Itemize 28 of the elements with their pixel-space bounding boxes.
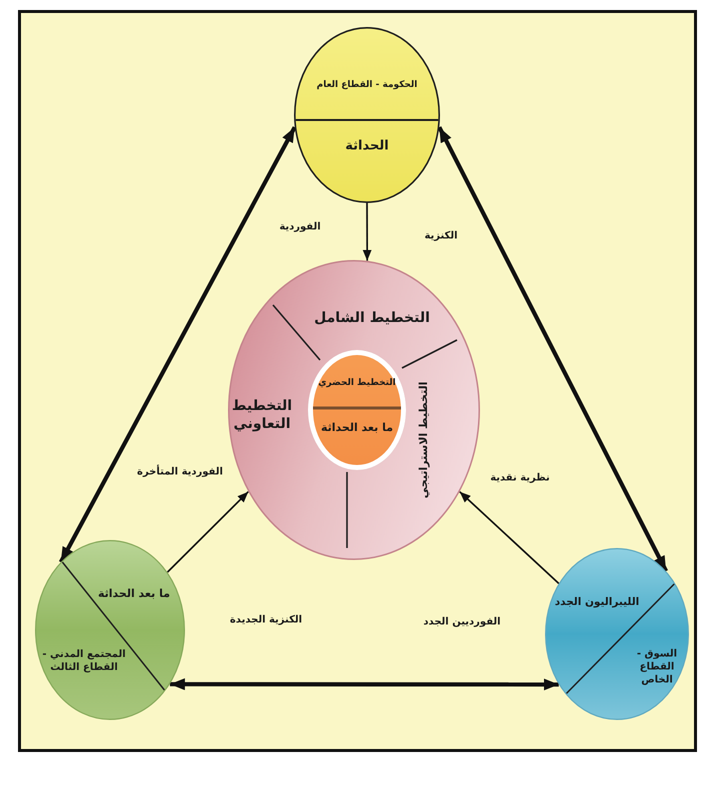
ellipse-node — [545, 548, 689, 720]
node-label: التخطيط الشامل — [314, 308, 430, 328]
ellipse-node — [228, 260, 480, 560]
annotation-label: نظرية نقدية — [490, 472, 550, 484]
double-arrow — [437, 126, 668, 572]
annotation-label: الفوردية — [279, 220, 321, 234]
node-label: الليبراليون الجدد — [554, 596, 640, 610]
node-label: المجتمع المدني - القطاع الثالث — [42, 648, 126, 674]
circle-node — [308, 350, 406, 470]
node-label: الحداثة — [345, 138, 389, 156]
arrow — [459, 491, 560, 584]
annotation-label: الفوردية المتأخرة — [137, 466, 223, 478]
node-label: التخطيط الاستراتيجي — [416, 382, 431, 498]
arrow — [362, 203, 372, 261]
arrow — [166, 491, 249, 573]
node-label: التخطيط التعاوني — [231, 396, 293, 434]
annotation-label: الكنزية الجديدة — [230, 614, 302, 626]
double-arrow — [58, 126, 297, 564]
annotation-label: الكنزية — [424, 230, 458, 242]
annotation-label: الفورديين الجدد — [423, 616, 501, 628]
node-label: السوق - القطاع الخاص — [636, 648, 678, 686]
node-label: ما بعد الحداثة — [320, 420, 394, 436]
node-label: الحكومة - القطاع العام — [316, 80, 418, 92]
node-label: التخطيط الحضري — [318, 378, 396, 390]
double-arrow — [170, 678, 559, 690]
ellipse-node — [294, 27, 440, 203]
ellipse-node — [35, 540, 185, 720]
node-label: ما بعد الحداثة — [98, 586, 170, 602]
